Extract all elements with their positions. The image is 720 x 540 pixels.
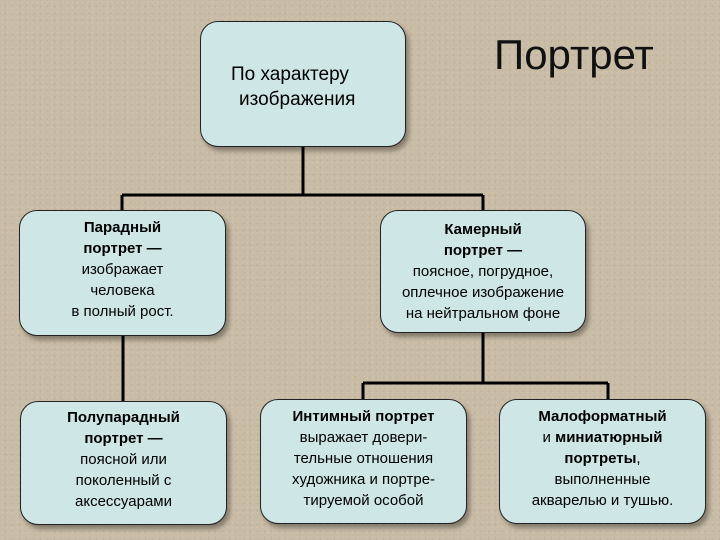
root-label-line2: изображения: [239, 89, 356, 110]
miniature-desc-1: выполненные: [554, 471, 651, 488]
semi-ceremonial-name-2: портрет —: [84, 430, 163, 447]
chamber-desc-3: на нейтральном фоне: [405, 305, 561, 322]
miniature-desc-2: акварелью и тушью.: [531, 492, 674, 509]
slide-title: Портрет: [494, 31, 654, 78]
intimate-portrait-box: Интимный портрет выражает довери- тельны…: [260, 399, 467, 524]
ceremonial-desc-1: изображает: [81, 261, 164, 278]
chamber-name-2: портрет —: [443, 242, 523, 259]
chamber-desc-2: оплечное изображение: [401, 284, 565, 301]
miniature-conj: и: [542, 429, 556, 446]
chamber-portrait-box: Камерный портрет — поясное, погрудное, о…: [380, 210, 586, 333]
miniature-punct: ,: [636, 450, 641, 467]
semi-ceremonial-desc-3: аксессуарами: [75, 493, 172, 510]
semi-ceremonial-name-1: Полупарадный: [67, 409, 180, 426]
intimate-desc-1: выражает довери-: [299, 429, 428, 446]
ceremonial-name-2: портрет —: [83, 240, 162, 257]
ceremonial-desc-3: в полный рост.: [71, 303, 174, 320]
chamber-desc-1: поясное, погрудное,: [412, 263, 554, 280]
root-box-by-character: По характеру изображения: [200, 21, 406, 147]
semi-ceremonial-desc-2: поколенный с: [75, 472, 172, 489]
ceremonial-portrait-box: Парадный портрет — изображает человека в…: [19, 210, 226, 336]
miniature-name-3: портреты: [564, 450, 637, 467]
miniature-portrait-box: Малоформатный и миниатюрный портреты, вы…: [499, 399, 706, 524]
intimate-desc-2: тельные отношения: [293, 450, 434, 467]
semi-ceremonial-portrait-box: Полупарадный портрет — поясной или покол…: [20, 401, 227, 525]
intimate-name: Интимный портрет: [292, 408, 435, 425]
miniature-name-1: Малоформатный: [538, 408, 667, 425]
intimate-desc-4: тируемой особой: [303, 492, 424, 509]
intimate-desc-3: художника и портре-: [291, 471, 436, 488]
chamber-name-1: Камерный: [444, 221, 522, 238]
semi-ceremonial-desc-1: поясной или: [80, 451, 167, 468]
ceremonial-desc-2: человека: [90, 282, 155, 299]
ceremonial-name-1: Парадный: [83, 219, 162, 236]
root-label-line1: По характеру: [231, 64, 349, 85]
miniature-name-2: миниатюрный: [555, 429, 663, 446]
